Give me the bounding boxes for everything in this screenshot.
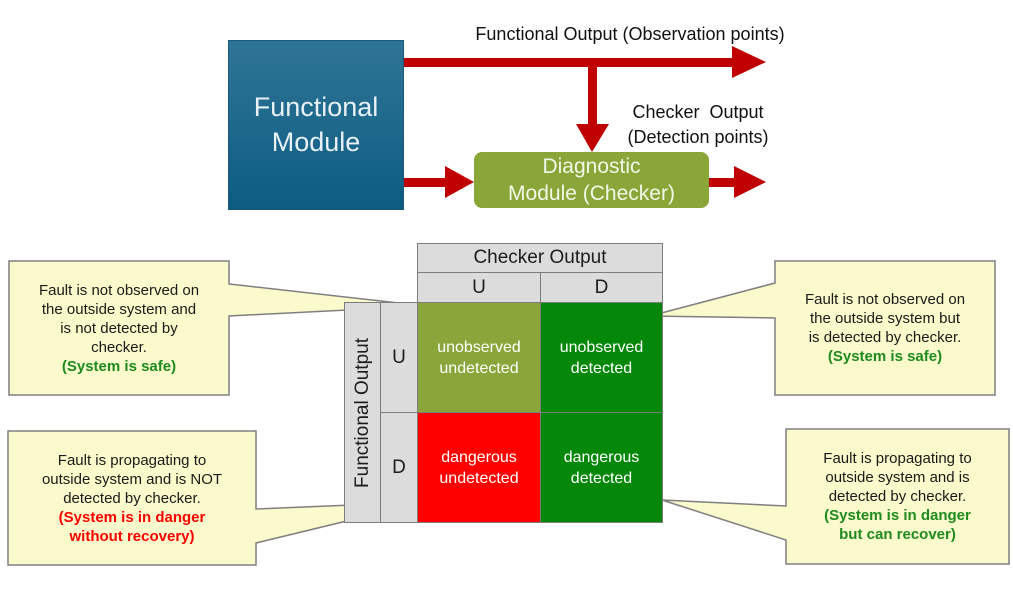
callout-text-line: outside system and is NOT [41, 470, 223, 488]
checker-output-label-line2: (Detection points) [627, 127, 769, 147]
branch-to-checker-arrow [576, 62, 609, 152]
column-header-label: Checker Output [473, 247, 607, 268]
callout-text-line: checker. [91, 338, 147, 356]
diagnostic-module-line2: Module (Checker) [508, 182, 675, 205]
row-value-d: D [380, 412, 418, 523]
quadrant-dangerous-detected: dangerous detected [540, 412, 663, 523]
callout-text-line: is not detected by [60, 319, 178, 337]
functional-output-arrow [404, 46, 766, 78]
callout-text-line: the outside system but [809, 310, 961, 327]
callout-text-line: Fault is propagating to [57, 451, 207, 469]
callout-text-line: Fault is not observed on [804, 291, 966, 308]
quadrant-label-line2: undetected [439, 469, 519, 487]
diagnostic-module-box: Diagnostic Module (Checker) [474, 152, 709, 208]
checker-output-label: Checker Output (Detection points) [608, 100, 788, 150]
column-value-d-label: D [594, 276, 609, 298]
callout-verdict: but can recover) [839, 526, 956, 543]
checker-output-arrow [709, 166, 766, 198]
callout-text-line: detected by checker. [63, 489, 201, 507]
quadrant-label-line2: undetected [439, 359, 519, 377]
functional-module-line1: Functional [253, 92, 379, 122]
callout-bottom-left: Fault is propagating to outside system a… [8, 431, 256, 565]
callout-text-line: is detected by checker. [808, 329, 962, 346]
row-value-u: U [380, 302, 418, 413]
quadrant-label-line1: dangerous [441, 448, 517, 466]
row-header-label: Functional Output [351, 337, 373, 488]
functional-module-box: Functional Module [228, 40, 404, 210]
column-header: Checker Output [417, 243, 663, 273]
column-value-u: U [417, 272, 541, 303]
column-value-u-label: U [472, 276, 486, 298]
quadrant-unobserved-undetected: unobserved undetected [417, 302, 541, 413]
quadrant-unobserved-detected: unobserved detected [540, 302, 663, 413]
callout-verdict: (System is in danger [58, 508, 206, 526]
callout-verdict: (System is safe) [827, 348, 943, 365]
quadrant-label-line1: unobserved [437, 338, 521, 356]
callout-text-line: Fault is not observed on [38, 281, 200, 299]
callout-bottom-right: Fault is propagating to outside system a… [786, 429, 1009, 564]
functional-module-line2: Module [271, 127, 361, 157]
checker-output-label-line1: Checker Output [632, 102, 764, 122]
quadrant-label-line2: detected [570, 359, 633, 377]
quadrant-label-line1: unobserved [559, 338, 644, 356]
diagnostic-module-line1: Diagnostic [542, 155, 641, 178]
callout-shape-top-left [8, 260, 426, 396]
callout-verdict: (System is safe) [61, 357, 177, 375]
callout-top-right: Fault is not observed on the outside sys… [775, 261, 995, 395]
row-header: Functional Output [344, 302, 381, 523]
functional-to-checker-arrow [404, 166, 474, 198]
callout-shape-bottom-left [7, 430, 426, 566]
row-value-d-label: D [392, 456, 406, 478]
callout-text-line: Fault is propagating to [823, 450, 972, 467]
column-value-d: D [540, 272, 663, 303]
callout-shape-top-right [649, 260, 996, 396]
quadrant-label-line1: dangerous [563, 448, 640, 466]
quadrant-dangerous-undetected: dangerous undetected [417, 412, 541, 523]
callout-text-line: outside system and is [825, 469, 970, 486]
callout-top-left: Fault is not observed on the outside sys… [9, 261, 229, 395]
quadrant-label-line2: detected [570, 469, 633, 487]
functional-output-label: Functional Output (Observation points) [475, 24, 785, 44]
callout-verdict: (System is in danger [824, 507, 971, 524]
callout-shape-bottom-right [661, 428, 1010, 565]
row-value-u-label: U [392, 346, 406, 368]
callout-text-line: detected by checker. [828, 488, 967, 505]
callout-verdict: without recovery) [69, 527, 195, 545]
callout-text-line: the outside system and [41, 300, 197, 318]
